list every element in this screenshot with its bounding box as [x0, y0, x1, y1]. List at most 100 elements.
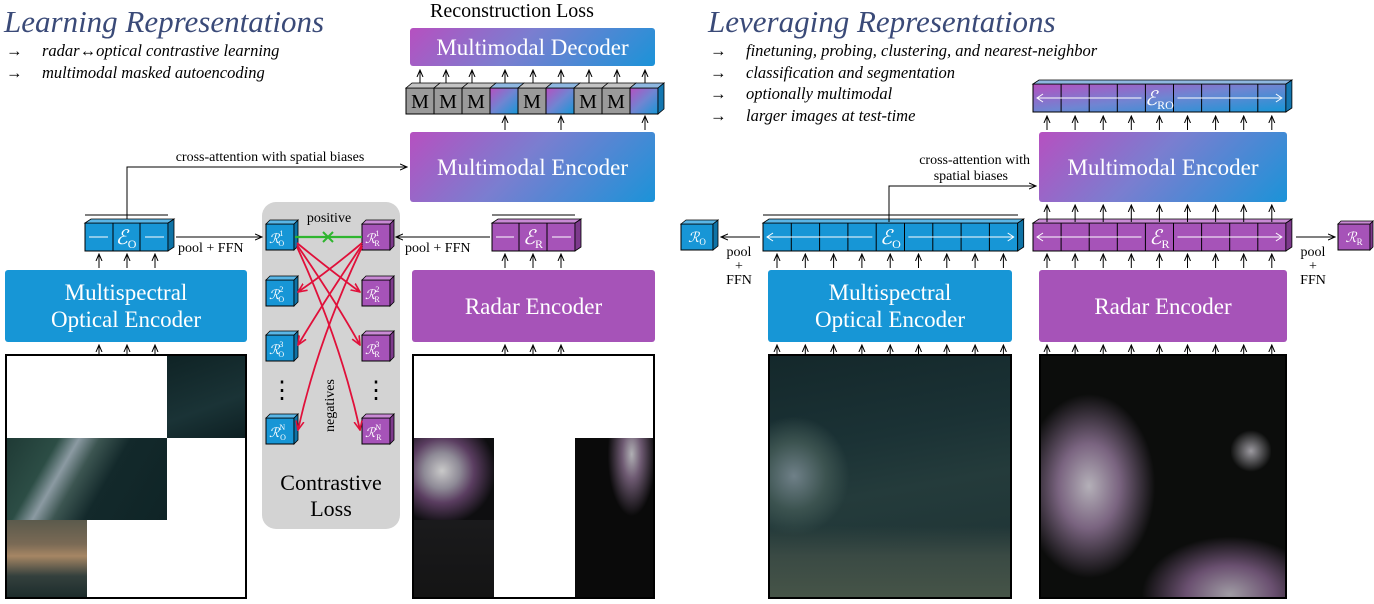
optical-encoder-left-line1: Multispectral — [64, 280, 188, 305]
svg-text:ℛ2O: ℛ2O — [269, 285, 284, 304]
optical-token-group-left: ℰO — [83, 214, 176, 252]
optical-encoder-left: Multispectral Optical Encoder — [5, 270, 247, 342]
plus-label-right-optical: + — [735, 259, 743, 274]
pool-label-right-optical: pool — [727, 245, 752, 260]
multimodal-encoder-right: Multimodal Encoder — [1039, 132, 1287, 202]
optical-patch-bottom-left — [7, 520, 87, 597]
positive-cross — [322, 231, 334, 243]
cross-attention-label-left: cross-attention with spatial biases — [176, 150, 365, 165]
optical-encoder-right-line1: Multispectral — [828, 280, 952, 305]
svg-text:ℛ3O: ℛ3O — [269, 340, 284, 359]
mask-token: M — [572, 82, 610, 115]
pool-ffn-label-optical: pool + FFN — [178, 241, 243, 256]
pool-label-right-radar: pool — [1301, 245, 1326, 260]
radar-land-bottom — [1141, 536, 1285, 597]
optical-patch-top-right — [167, 356, 245, 438]
radar-patch-bottom-left — [414, 520, 494, 597]
svg-text:ℛ1O: ℛ1O — [269, 229, 284, 248]
optical-encoder-right-line2: Optical Encoder — [814, 307, 966, 332]
mask-token: M — [432, 82, 470, 115]
cross-attention-line-right — [888, 186, 1036, 222]
right-bullet-1: →finetuning, probing, clustering, and ne… — [710, 41, 1098, 60]
decoder-output-arrows — [420, 70, 645, 85]
mask-token-label: M — [579, 91, 597, 113]
left-bullets: →radar↔optical contrastive learning →mul… — [6, 40, 279, 83]
cross-attention-label-right-2: spatial biases — [934, 169, 1008, 184]
mask-row-side — [657, 82, 665, 115]
encoder-token-arrows-right — [777, 205, 1272, 354]
radar-image-full — [1039, 354, 1287, 599]
cross-attention-label-right-1: cross-attention with — [919, 153, 1030, 168]
mask-token-label: M — [467, 91, 485, 113]
right-bullet-2: →classification and segmentation — [710, 62, 955, 82]
ellipsis-optical: ⋮ — [270, 378, 294, 404]
optical-coast — [770, 416, 850, 536]
radar-island — [1231, 426, 1271, 476]
mask-token-label: M — [411, 91, 429, 113]
optical-token-group-right: ℰO — [761, 218, 1026, 252]
ffn-label-right-optical: FFN — [726, 273, 752, 288]
svg-text:ℰRO: ℰRO — [1145, 88, 1174, 112]
negative-arrows — [297, 242, 363, 430]
optical-patch-mid-left — [7, 438, 167, 520]
svg-text:ℛ1R: ℛ1R — [365, 229, 380, 248]
plus-label-right-radar: + — [1309, 259, 1317, 274]
ffn-label-right-radar: FFN — [1300, 273, 1326, 288]
optical-encoder-left-line2: Optical Encoder — [50, 307, 202, 332]
contrastive-panel — [262, 202, 400, 529]
contrastive-loss-line2: Loss — [310, 496, 352, 521]
ro-token-right: ℛO — [679, 219, 720, 251]
svg-text:ℛ2R: ℛ2R — [365, 285, 380, 304]
multimodal-decoder: Multimodal Decoder — [410, 28, 655, 66]
negatives-label: negatives — [323, 379, 338, 432]
radar-encoder-left: Radar Encoder — [412, 270, 655, 342]
radar-patch-mid-left — [414, 438, 494, 520]
right-bullets: →finetuning, probing, clustering, and ne… — [710, 40, 1097, 126]
left-bullet-2: →multimodal masked autoencoding — [6, 62, 265, 82]
encoder-to-tokens-arrows — [505, 116, 645, 130]
right-bullet-4: →larger images at test-time — [710, 105, 916, 125]
right-bullet-3: →optionally multimodal — [710, 84, 893, 103]
mask-token-label: M — [523, 91, 541, 113]
mask-token-label: M — [607, 91, 625, 113]
radar-encoder-right: Radar Encoder — [1039, 270, 1287, 342]
contrastive-loss-line1: Contrastive — [280, 470, 382, 495]
radar-token-group-right: ℰR — [1031, 218, 1294, 252]
mask-token: M — [600, 82, 638, 115]
pool-ffn-label-radar: pool + FFN — [405, 241, 470, 256]
optical-shore — [770, 526, 1010, 597]
cross-attention-line-left — [126, 167, 407, 222]
contrastive-loss-label: Contrastive Loss — [262, 470, 400, 522]
encoder-token-arrows-left — [99, 254, 561, 354]
right-title: Leveraging Representations — [708, 4, 1056, 39]
svg-text:ℛNO: ℛNO — [269, 423, 286, 442]
positive-label: positive — [307, 211, 351, 226]
ellipsis-radar: ⋮ — [364, 378, 388, 404]
optical-encoder-right: Multispectral Optical Encoder — [768, 270, 1012, 342]
svg-text:ℛNR: ℛNR — [365, 423, 382, 442]
svg-text:ℛ3R: ℛ3R — [365, 340, 380, 359]
visible-token — [628, 82, 666, 115]
mask-token: M — [404, 82, 442, 115]
visible-token — [488, 82, 526, 115]
multimodal-encoder-left: Multimodal Encoder — [410, 132, 655, 202]
optical-image-masked — [5, 354, 247, 599]
left-title: Learning Representations — [4, 4, 325, 39]
reconstruction-loss-label: Reconstruction Loss — [430, 0, 594, 22]
ero-token-group: ℰRO — [1031, 79, 1294, 113]
optical-image-full — [768, 354, 1012, 599]
radar-token-group-left: ℰR — [490, 214, 583, 252]
mask-token-label: M — [439, 91, 457, 113]
encoder-to-ero-arrows — [1047, 116, 1272, 130]
rr-token-right: ℛR — [1337, 220, 1374, 251]
